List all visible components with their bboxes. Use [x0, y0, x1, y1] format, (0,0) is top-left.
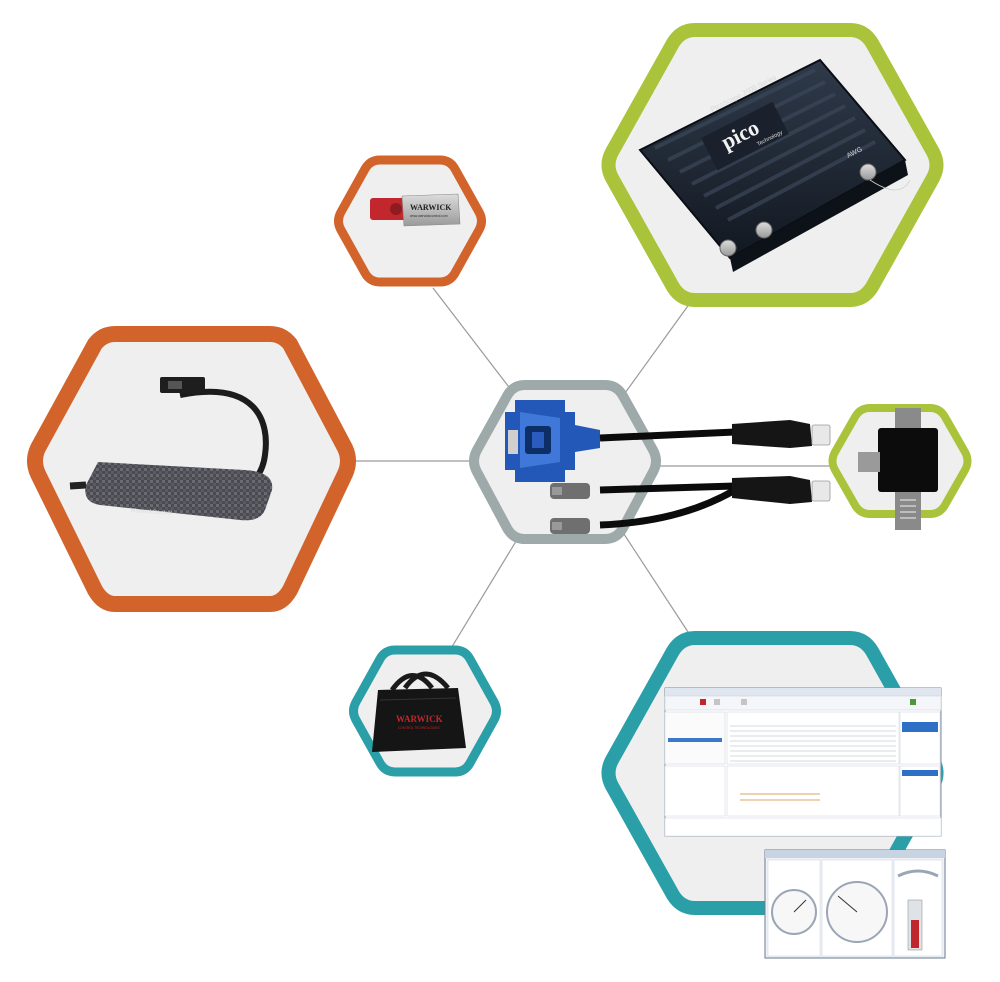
software-screenshot-icon: [664, 687, 946, 959]
usb-stick-icon: WARWICK www.warwickcontrol.com: [370, 193, 461, 227]
breakout-cable-icon: [505, 400, 831, 534]
connector-line: [432, 287, 516, 396]
bag-hexagon: WARWICK CONTROL TECHNOLOGIES: [349, 645, 501, 777]
connector-line: [619, 527, 691, 636]
software-hexagon: [601, 631, 946, 959]
connector-line: [449, 537, 519, 651]
interface-hexagon: WarwickControl: [27, 326, 356, 612]
carry-bag-icon: WARWICK CONTROL TECHNOLOGIES: [372, 671, 466, 752]
bag-brand: WARWICK: [396, 714, 443, 724]
interface-brand: WarwickControl: [130, 508, 172, 517]
scope-hexagon: PicoScope 2000 Series pico Technology AW…: [601, 23, 944, 307]
pod-hexagon: [828, 404, 972, 530]
usb-stick-brand: WARWICK: [410, 203, 452, 212]
usb-interface-icon: WarwickControl: [69, 377, 273, 521]
connector-pod-icon: [858, 408, 938, 530]
connector-lines: [350, 287, 830, 651]
connector-line: [619, 302, 691, 401]
usb-stick-hexagon: WARWICK www.warwickcontrol.com: [334, 155, 486, 287]
bag-sub: CONTROL TECHNOLOGIES: [398, 726, 440, 730]
usb-stick-url: www.warwickcontrol.com: [410, 214, 448, 218]
